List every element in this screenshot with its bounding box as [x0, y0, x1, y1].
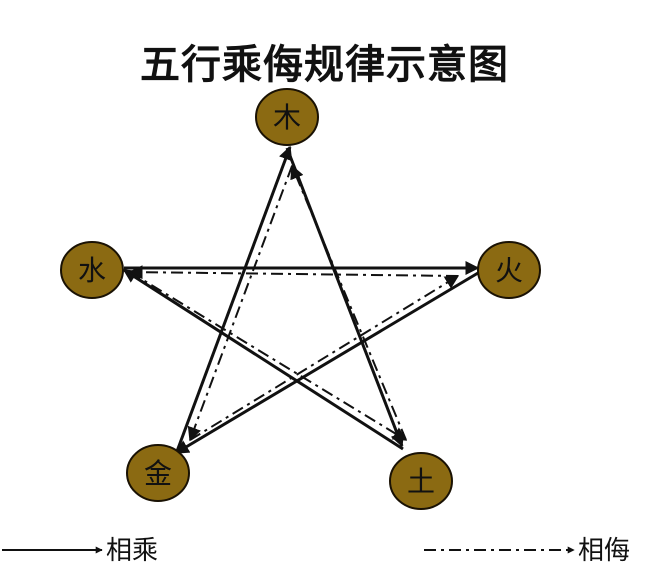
node-fire: 火: [477, 241, 541, 299]
node-metal: 金: [126, 444, 190, 502]
legend-overact-label: 相乘: [106, 536, 158, 566]
line-fire-to-water: [128, 265, 459, 280]
node-label-fire: 火: [495, 254, 523, 287]
line-fire-to-metal: [174, 271, 479, 455]
overact-lines: [122, 145, 480, 455]
node-label-earth: 土: [407, 465, 435, 498]
legend: 相乘 相侮: [2, 536, 630, 566]
node-label-water: 水: [78, 254, 106, 287]
node-wood: 木: [255, 88, 319, 146]
node-label-metal: 金: [144, 457, 172, 490]
line-wood-to-metal: [187, 165, 293, 442]
line-wood-to-earth: [285, 147, 404, 448]
node-earth: 土: [389, 452, 453, 510]
line-water-to-earth: [129, 271, 408, 441]
counteract-lines: [128, 164, 460, 442]
diagram-title: 五行乘侮规律示意图: [140, 41, 509, 88]
line-earth-to-wood: [290, 164, 407, 441]
node-label-wood: 木: [273, 101, 301, 134]
line-earth-to-water: [122, 268, 404, 451]
node-water: 水: [60, 241, 124, 299]
line-metal-to-fire: [189, 275, 460, 441]
legend-counteract-label: 相侮: [578, 536, 630, 566]
line-metal-to-wood: [174, 145, 293, 455]
